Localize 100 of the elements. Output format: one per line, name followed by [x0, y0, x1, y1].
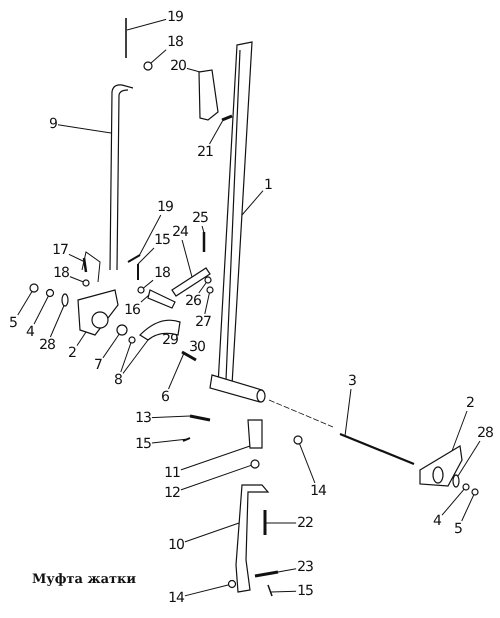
callout-number: 22	[297, 516, 313, 530]
spring	[82, 258, 88, 272]
callout-number: 12	[164, 486, 180, 500]
callout-number: 16	[124, 303, 140, 317]
nut	[29, 283, 39, 293]
leader-line	[184, 584, 230, 596]
callout-number: 1	[264, 178, 272, 192]
callout-number: 14	[310, 484, 326, 498]
leader-line	[102, 334, 120, 358]
callout-number: 6	[161, 390, 169, 404]
callout-number: 2	[68, 346, 76, 360]
caption: Муфта жатки	[32, 572, 136, 587]
leader-line	[198, 282, 207, 294]
washer	[204, 276, 212, 284]
washer	[462, 483, 470, 491]
washer	[143, 61, 153, 71]
leader-line	[138, 214, 162, 256]
leader-line	[34, 296, 49, 324]
callout-number: 19	[157, 200, 173, 214]
callout-number: 8	[114, 373, 122, 387]
callout-number: 21	[197, 145, 213, 159]
leader-line	[204, 292, 210, 314]
leader-line	[344, 388, 352, 436]
callout-number: 5	[454, 522, 462, 536]
washer	[452, 474, 460, 488]
leader-line	[184, 522, 240, 542]
leader-line	[50, 305, 64, 338]
leader-line	[186, 68, 200, 72]
clevis	[247, 419, 263, 449]
ring	[128, 336, 136, 344]
leader-line	[151, 416, 190, 418]
callout-number: 14	[168, 591, 184, 605]
nut	[137, 286, 145, 294]
callout-number: 18	[167, 35, 183, 49]
leader-line	[461, 494, 474, 522]
leader-line	[266, 522, 297, 524]
callout-number: 2	[466, 396, 474, 410]
callout-number: 29	[162, 333, 178, 347]
leader-line	[151, 438, 188, 444]
bracket	[198, 69, 219, 121]
washer	[61, 293, 69, 307]
leader-line	[138, 248, 154, 264]
leader-line	[58, 124, 112, 134]
callout-number: 15	[297, 584, 313, 598]
callout-number: 28	[39, 338, 55, 352]
washer	[293, 435, 303, 445]
pin	[128, 254, 140, 263]
mounting-plate	[77, 289, 119, 336]
bolt	[254, 570, 278, 578]
callout-number: 4	[433, 514, 441, 528]
callout-number: 9	[49, 117, 57, 131]
bushing	[116, 324, 128, 336]
leader-line	[458, 440, 480, 476]
leader-line	[180, 464, 252, 490]
bolt	[202, 232, 206, 252]
callout-number: 27	[195, 315, 211, 329]
leader-line	[68, 254, 86, 262]
leader-line	[126, 18, 167, 30]
callout-number: 26	[185, 294, 201, 308]
washer	[206, 286, 214, 294]
callout-number: 19	[167, 10, 183, 24]
bolt	[221, 114, 233, 122]
leader-line	[202, 226, 204, 234]
bolt	[264, 510, 266, 535]
callout-number: 28	[477, 426, 493, 440]
pin	[182, 437, 190, 442]
washer	[82, 279, 90, 287]
pin	[267, 584, 273, 596]
callout-number: 15	[135, 437, 151, 451]
callout-number: 11	[164, 466, 180, 480]
leader-line	[69, 276, 84, 282]
bolt	[340, 432, 414, 466]
callout-number: 18	[53, 266, 69, 280]
link	[147, 289, 176, 309]
lever	[235, 484, 270, 593]
callout-number: 15	[154, 233, 170, 247]
mounting-plate	[419, 445, 463, 487]
washer	[46, 288, 54, 298]
leader-line	[122, 340, 148, 374]
leader-line	[120, 342, 132, 372]
callout-number: 23	[297, 560, 313, 574]
leader-line	[180, 446, 250, 470]
leader-line	[17, 291, 32, 316]
leader-line	[452, 410, 468, 452]
leader-line	[150, 49, 167, 64]
leader-line	[278, 568, 297, 572]
leader-line	[140, 294, 150, 303]
callout-number: 17	[52, 243, 68, 257]
callout-number: 7	[94, 358, 102, 372]
leader-line	[76, 332, 86, 346]
callout-number: 24	[172, 225, 188, 239]
callout-number: 30	[189, 340, 205, 354]
leader-line	[168, 352, 184, 390]
nut	[471, 488, 479, 496]
leader-line	[270, 590, 297, 592]
callout-number: 3	[348, 374, 356, 388]
leader-line	[299, 443, 316, 484]
callout-number: 13	[135, 411, 151, 425]
bolt	[190, 414, 210, 422]
leader-line	[143, 280, 154, 288]
